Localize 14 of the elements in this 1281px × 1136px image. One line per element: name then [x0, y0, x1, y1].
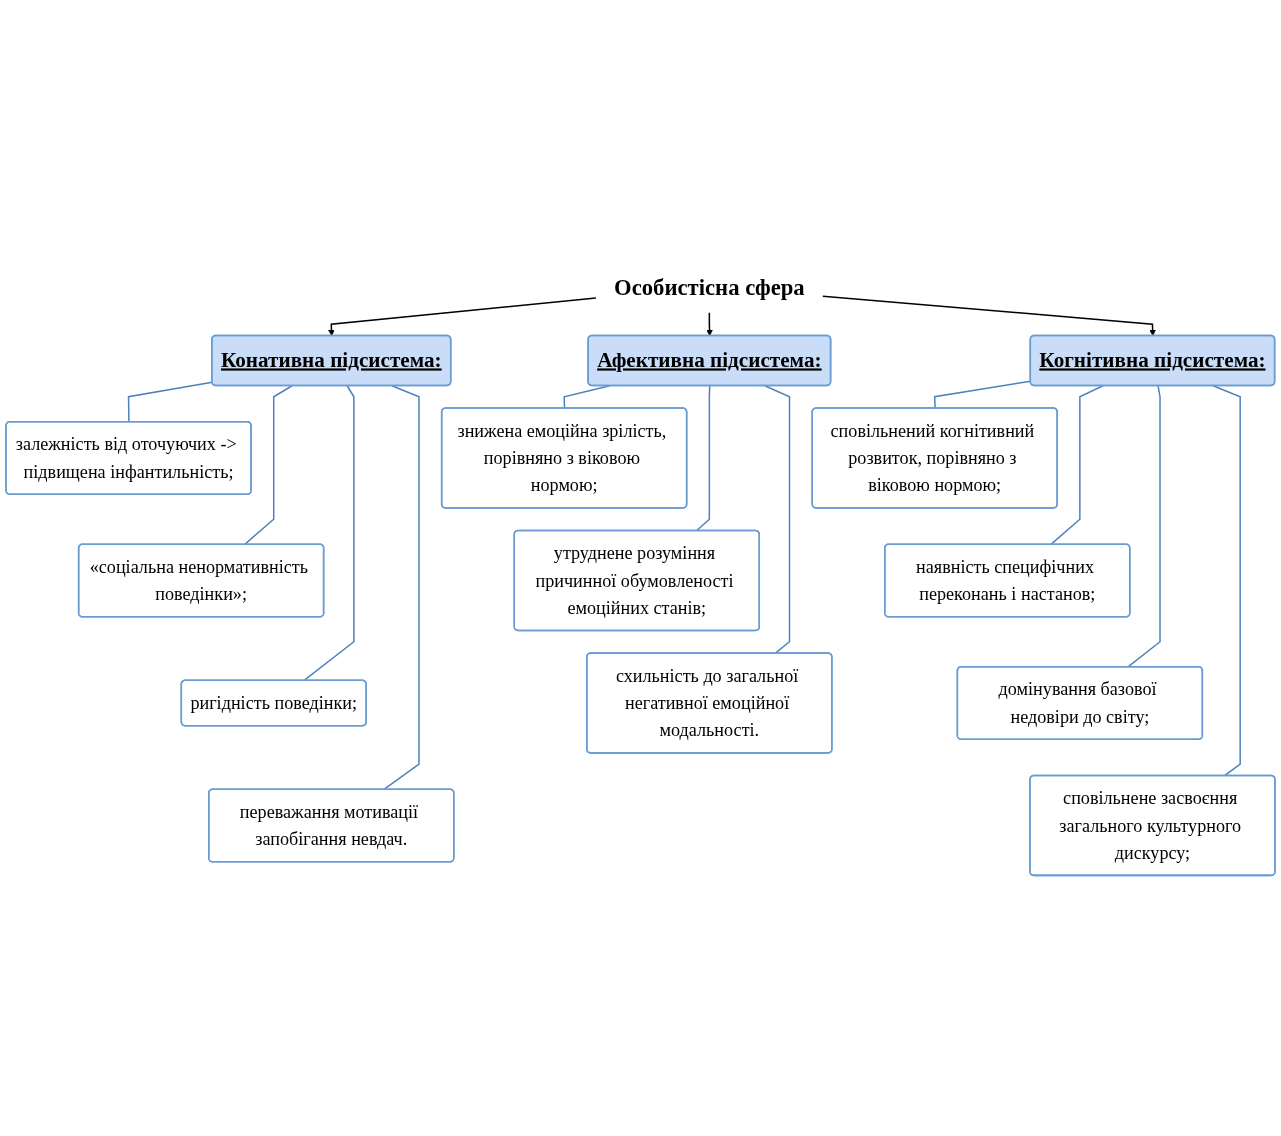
connector: [563, 385, 611, 410]
connector: [1212, 385, 1241, 777]
connector: [764, 385, 791, 655]
node-text: Особистісна сфера: [614, 274, 805, 300]
connector: [382, 385, 420, 791]
connector: [303, 385, 355, 682]
arrow: [328, 297, 597, 337]
connector: [1049, 385, 1104, 546]
connector: [695, 385, 711, 532]
connector: [243, 385, 293, 546]
arrow: [822, 295, 1156, 337]
connector: [127, 381, 213, 423]
arrow: [706, 312, 713, 337]
connector: [1127, 385, 1161, 668]
